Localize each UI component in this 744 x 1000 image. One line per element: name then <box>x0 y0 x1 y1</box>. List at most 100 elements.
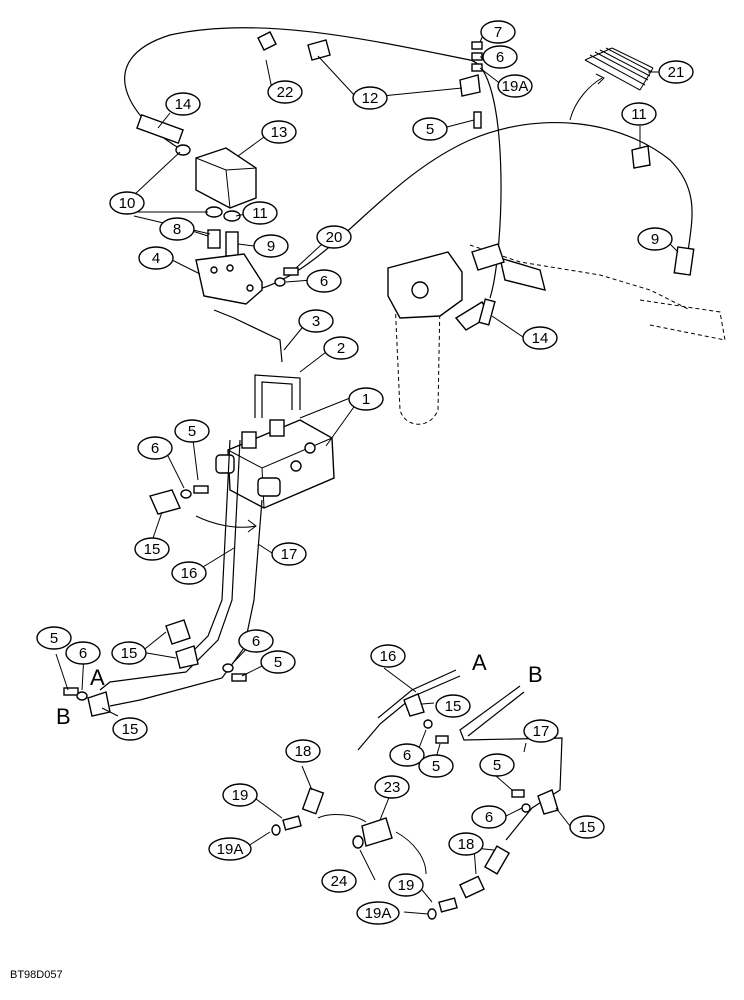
svg-text:11: 11 <box>252 205 268 222</box>
svg-text:2: 2 <box>337 340 345 357</box>
svg-text:6: 6 <box>79 645 87 662</box>
callout-6-lower-left: 6 <box>65 641 101 665</box>
svg-text:5: 5 <box>274 654 282 671</box>
callout-15-lower-left: 15 <box>112 717 148 741</box>
detail-tube-B <box>459 685 563 841</box>
callout-25: 24 <box>321 869 357 893</box>
curved-arrow-tip <box>595 73 605 85</box>
svg-text:16: 16 <box>181 565 198 582</box>
callout-11-left: 11 <box>242 201 278 225</box>
callout-15-lower: 15 <box>111 641 147 665</box>
callout-15-detail: 15 <box>435 694 471 718</box>
callout-9-left: 9 <box>253 234 289 258</box>
leader-lines <box>55 32 679 915</box>
callout-17: 17 <box>271 542 307 566</box>
svg-text:6: 6 <box>496 49 504 66</box>
oring-19A-left <box>271 824 281 836</box>
fitting-18-right <box>459 875 485 899</box>
oring-25 <box>352 835 364 849</box>
washer-6-master <box>180 489 192 499</box>
svg-text:6: 6 <box>151 440 159 457</box>
callout-6-detail: 6 <box>389 743 425 767</box>
bolt-5-top <box>473 111 482 129</box>
clip-15-b <box>175 645 199 669</box>
callout-22: 21 <box>658 60 694 84</box>
bracket-4 <box>195 253 263 305</box>
callout-7: 7 <box>480 20 516 44</box>
callout-24: 23 <box>374 775 410 799</box>
svg-text:19A: 19A <box>217 841 244 858</box>
callout-5-lower-right: 5 <box>260 650 296 674</box>
svg-text:5: 5 <box>426 121 434 138</box>
callout-16-detail: 16 <box>370 644 406 668</box>
callout-9-right: 9 <box>637 227 673 251</box>
sleeve-14 <box>136 114 184 144</box>
svg-text:17: 17 <box>281 546 298 563</box>
svg-text:19A: 19A <box>502 78 529 95</box>
svg-text:7: 7 <box>494 24 502 41</box>
svg-text:15: 15 <box>579 819 596 836</box>
callout-6-top: 6 <box>482 45 518 69</box>
bolt-5-detail <box>435 735 449 744</box>
callout-16: 16 <box>171 561 207 585</box>
callout-19A-left: 19A <box>208 837 252 861</box>
washer-6-lower-left <box>76 691 88 701</box>
callout-17-detail: 17 <box>523 719 559 743</box>
callout-15-master: 15 <box>134 537 170 561</box>
svg-text:12: 12 <box>362 90 379 107</box>
svg-text:3: 3 <box>312 313 320 330</box>
svg-text:18: 18 <box>458 836 475 853</box>
arrow-master <box>195 515 257 528</box>
callout-21: 20 <box>316 225 352 249</box>
washer-6-bracket <box>274 277 286 287</box>
callout-15-detail-right: 15 <box>569 815 605 839</box>
svg-text:15: 15 <box>445 698 462 715</box>
svg-text:1: 1 <box>362 391 370 408</box>
sleeve-14-right <box>478 298 496 326</box>
callout-19-left: 19 <box>222 783 258 807</box>
ref-letter-B-left: B <box>56 704 71 729</box>
svg-text:15: 15 <box>122 721 139 738</box>
filter-housing <box>387 243 726 425</box>
callout-14-top: 14 <box>165 92 201 116</box>
callout-5-master: 5 <box>174 419 210 443</box>
spring-part <box>584 47 654 91</box>
svg-text:8: 8 <box>173 221 181 238</box>
svg-text:10: 10 <box>119 195 136 212</box>
tube-3 <box>213 309 283 363</box>
svg-text:15: 15 <box>144 541 161 558</box>
callout-5-detail: 5 <box>418 754 454 778</box>
svg-text:23: 23 <box>384 779 401 796</box>
brake-tube-16 <box>99 439 241 691</box>
clip-15-a <box>165 619 191 645</box>
callout-18-right: 18 <box>448 832 484 856</box>
callout-2: 2 <box>323 336 359 360</box>
svg-text:14: 14 <box>175 96 192 113</box>
svg-text:19: 19 <box>232 787 249 804</box>
callout-14-right: 14 <box>522 326 558 350</box>
callout-8: 8 <box>159 217 195 241</box>
hose-sleeve-9 <box>673 246 695 276</box>
svg-text:19A: 19A <box>365 905 392 922</box>
svg-text:6: 6 <box>403 747 411 764</box>
clip-12-left <box>307 39 331 61</box>
oring-19A-right <box>427 908 437 920</box>
sleeve-9-left <box>225 231 239 257</box>
svg-text:19: 19 <box>398 877 415 894</box>
fitting-19-left <box>282 815 302 831</box>
svg-text:6: 6 <box>485 809 493 826</box>
washer-6-lower-right <box>222 663 234 673</box>
clamp-10-mid <box>205 206 223 218</box>
callout-5-lower-left: 5 <box>36 626 72 650</box>
clip-12-right <box>459 74 481 97</box>
washer-6-detail <box>423 719 433 729</box>
svg-text:16: 16 <box>380 648 397 665</box>
clip-15-detail <box>403 693 425 717</box>
svg-text:21: 21 <box>668 64 685 81</box>
fitting-19-right <box>438 897 458 913</box>
svg-text:18: 18 <box>295 743 312 760</box>
callout-4: 4 <box>138 246 174 270</box>
clip-15-lower-left <box>87 691 111 717</box>
fitting-18-left <box>301 787 325 815</box>
clamp-11-right <box>631 145 651 169</box>
